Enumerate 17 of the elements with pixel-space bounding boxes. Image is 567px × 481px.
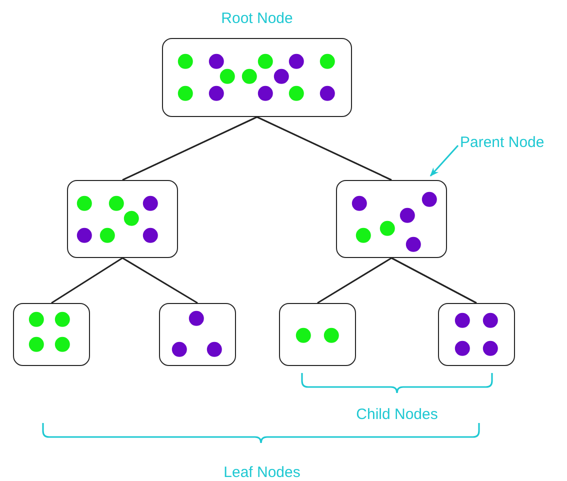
connector-line <box>122 257 198 304</box>
node-box <box>67 180 178 258</box>
connector-line <box>122 116 258 181</box>
arrow <box>430 144 459 177</box>
connector-line <box>256 116 392 181</box>
node-box <box>279 303 356 366</box>
bracket-label: Child Nodes <box>356 406 438 423</box>
node-box <box>159 303 236 366</box>
node-box <box>336 180 447 258</box>
connector-line <box>317 257 392 304</box>
bracket-label: Leaf Nodes <box>224 464 300 481</box>
node-box <box>13 303 90 366</box>
annotation-label: Parent Node <box>460 134 544 151</box>
connector-line <box>51 257 123 304</box>
node-title: Root Node <box>221 10 293 27</box>
node-box <box>438 303 515 366</box>
connector-line <box>391 257 477 304</box>
